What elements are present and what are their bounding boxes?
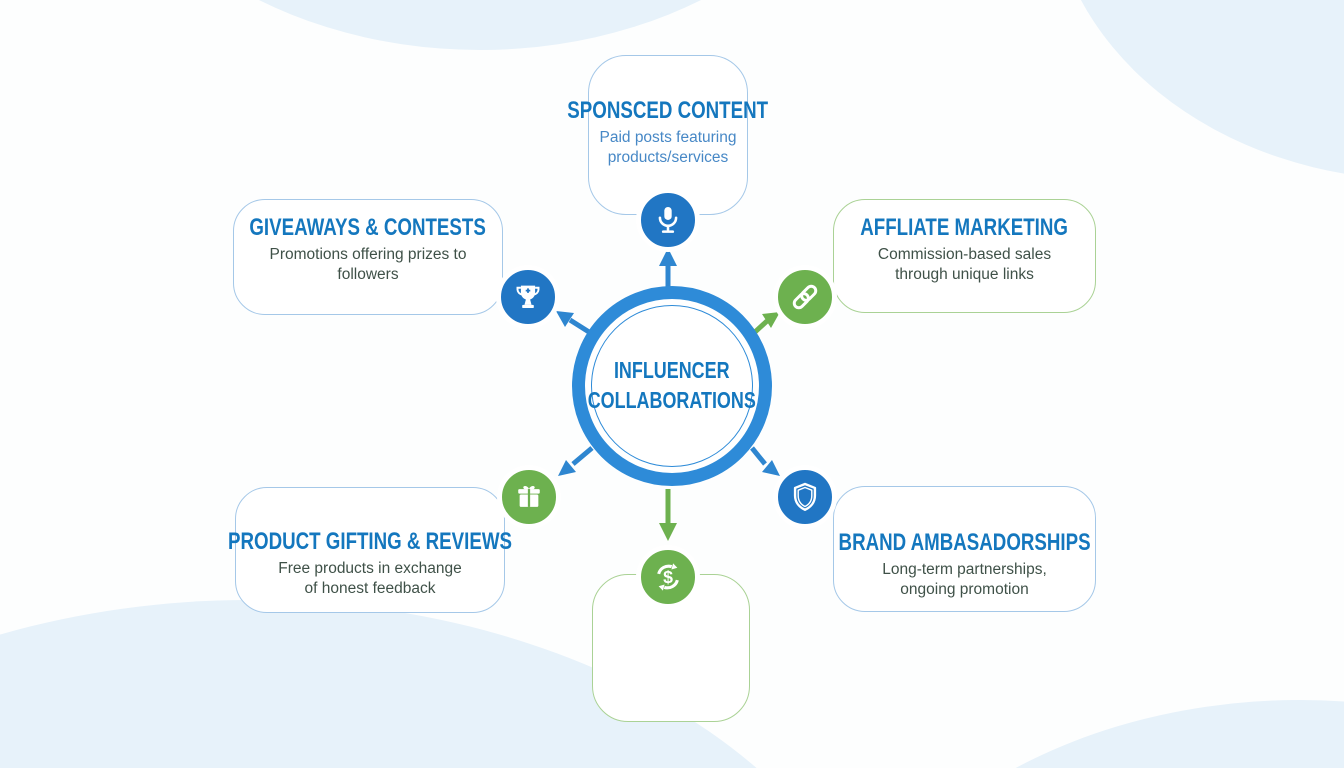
microphone-icon-badge: [636, 188, 700, 252]
node-title: BRAND AMBASADORSHIPS: [834, 530, 1095, 555]
node-description: Long-term partnerships, ongoing promotio…: [882, 561, 1047, 598]
background-blob-top-left: [80, 0, 880, 50]
node-description: Commission-based sales through unique li…: [877, 246, 1052, 283]
center-hub-title: INFLUENCER COLLABORATIONS: [587, 357, 757, 413]
arrow-to-bottom-node: [659, 489, 677, 541]
node-title-text: BRAND AMBASADORSHIPS: [838, 529, 1091, 556]
node-title-text: AFFLIATE MARKETING: [860, 214, 1069, 241]
money-cycle-icon: $: [657, 563, 679, 591]
node-title-text: PRODUCT GIFTING & REVIEWS: [228, 528, 512, 555]
background-blob-bottom-left: [0, 600, 900, 768]
microphone-icon: [658, 206, 678, 233]
node-title: SPONSCED CONTENT: [568, 98, 769, 123]
node-description: Promotions offering prizes to followers: [269, 246, 467, 283]
node-title: PRODUCT GIFTING & REVIEWS: [228, 529, 512, 554]
shield-icon-badge: [773, 465, 837, 529]
node-title: AFFLIATE MARKETING: [834, 215, 1095, 240]
node-title-text: GIVEAWAYS & CONTESTS: [249, 214, 487, 241]
link-icon-badge: [773, 265, 837, 329]
center-hub: INFLUENCER COLLABORATIONS: [587, 305, 757, 467]
node-giveaways-contests: GIVEAWAYS & CONTESTS Promotions offering…: [233, 199, 503, 315]
background-blob-bottom-right: [820, 700, 1344, 768]
trophy-icon-badge: [496, 265, 560, 329]
svg-text:$: $: [663, 567, 673, 587]
trophy-icon: [516, 285, 540, 309]
money-cycle-icon-badge: $: [636, 545, 700, 609]
arrow-to-brand: [750, 446, 780, 476]
gift-icon: [518, 486, 540, 507]
node-description: Paid posts featuring products/services: [599, 129, 737, 166]
shield-icon: [793, 482, 817, 511]
node-affiliate-marketing: AFFLIATE MARKETING Commission-based sale…: [833, 199, 1096, 313]
arrow-to-giveaways: [556, 311, 591, 335]
node-brand-ambassadorships: BRAND AMBASADORSHIPS Long-term partnersh…: [833, 486, 1096, 612]
arrow-to-gifting: [558, 446, 594, 476]
link-icon: [792, 284, 818, 310]
node-description: Free products in exchange of honest feed…: [278, 560, 462, 597]
background-blob-top-right: [1050, 0, 1344, 180]
node-title: GIVEAWAYS & CONTESTS: [234, 215, 502, 240]
arrow-to-affiliate: [753, 312, 780, 334]
gift-icon-badge: [497, 465, 561, 529]
node-product-gifting-reviews: PRODUCT GIFTING & REVIEWS Free products …: [228, 487, 512, 613]
node-title-text: SPONSCED CONTENT: [567, 97, 769, 124]
